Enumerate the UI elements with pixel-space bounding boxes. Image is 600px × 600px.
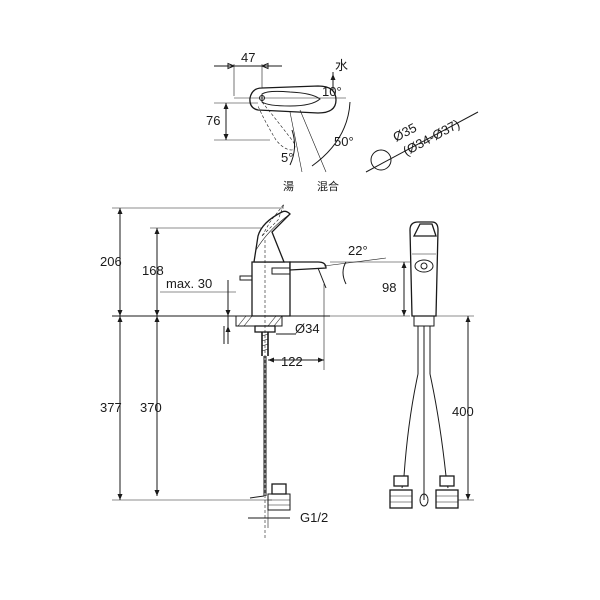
hole-leader-line	[365, 111, 479, 173]
dim-g12-label: G1/2	[300, 510, 328, 525]
aerator	[271, 267, 291, 275]
counter-hatch	[237, 315, 283, 327]
top-view-lever-rotated	[257, 101, 296, 151]
label-mix: 混合	[317, 179, 339, 193]
front-fitting-left	[389, 475, 413, 509]
front-hose-right	[429, 373, 449, 489]
dim-206-label: 206	[100, 254, 122, 269]
dim-max30-label: max. 30	[166, 276, 212, 291]
front-handle	[412, 223, 437, 237]
label-cold: 水	[335, 58, 348, 73]
dim-168-label: 168	[142, 263, 164, 278]
cold-arrow	[330, 74, 336, 80]
mounting-hole-detail: Ø35 (Ø34-Ø37)	[365, 111, 479, 173]
front-view: 400	[389, 221, 474, 509]
label-hot: 湯	[283, 180, 294, 193]
front-fitting-right	[435, 475, 459, 509]
fitting-top	[271, 483, 287, 495]
dim-47-label: 47	[241, 50, 255, 65]
dim-370-label: 370	[140, 400, 162, 415]
dim-max30-arrows	[225, 310, 231, 332]
spout-flow-line	[317, 267, 327, 289]
angle-arc-hot	[289, 129, 296, 166]
front-spout-outlet	[414, 259, 434, 273]
handle-raised-outline	[261, 203, 285, 237]
dim-22-label: 22°	[348, 243, 368, 258]
dim-98-arrows	[401, 262, 407, 316]
dim-22-arc	[342, 261, 347, 285]
top-view-body-outline	[249, 85, 337, 114]
angle-cold-label: 10°	[322, 84, 342, 99]
front-popup-end	[419, 493, 429, 507]
dim-76-label: 76	[206, 113, 220, 128]
side-view: 206 168 max. 30 22° 98 Ø34 122 377	[100, 203, 410, 540]
front-shanks	[417, 326, 431, 374]
mounting-hole-circle	[370, 149, 392, 171]
top-view-lever	[261, 90, 321, 107]
faucet-body	[251, 261, 291, 317]
popup-rod-lower	[249, 495, 265, 499]
popup-rod-knob	[239, 275, 253, 281]
mix-direction-line	[299, 109, 327, 173]
dim-shank-dia-label: Ø34	[295, 321, 320, 336]
front-nut	[413, 315, 435, 327]
dim-122-label: 122	[281, 354, 303, 369]
dim-400-label: 400	[452, 404, 474, 419]
front-aerator	[420, 262, 428, 270]
faucet-spout	[289, 261, 327, 271]
front-hose-left	[401, 373, 419, 489]
fitting-body	[267, 493, 291, 511]
angle-arc-mix	[311, 101, 351, 167]
angle-hot-label: 5°	[281, 150, 293, 165]
faucet-handle-edge	[255, 213, 291, 251]
dim-377-label: 377	[100, 400, 122, 415]
angle-mix-label: 50°	[334, 134, 354, 149]
dim-47-arrows	[227, 62, 269, 70]
hot-direction-line	[289, 111, 303, 173]
top-view: 47 76 水 10° 50° 5° 湯 混合	[206, 50, 354, 193]
dim-122-arrows	[268, 357, 324, 363]
dim-98-label: 98	[382, 280, 396, 295]
faucet-handle	[253, 210, 291, 263]
